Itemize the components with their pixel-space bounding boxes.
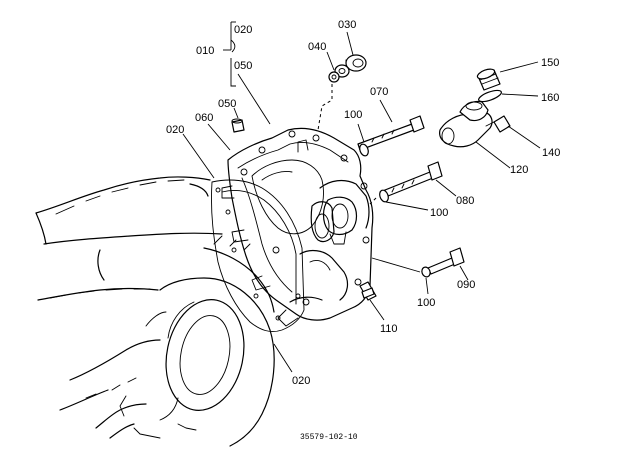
label-150: 150 [541, 57, 559, 69]
label-090: 090 [457, 279, 475, 291]
label-160: 160 [541, 92, 559, 104]
label-140: 140 [542, 147, 560, 159]
washer-100-a [359, 143, 369, 157]
label-080: 080 [456, 195, 474, 207]
bolt-080 [379, 161, 443, 199]
oil-seal-040 [328, 64, 350, 83]
label-100-a: 100 [344, 109, 362, 121]
gasket-020 [211, 179, 305, 333]
bolt-110 [359, 281, 377, 301]
label-060: 060 [195, 112, 213, 124]
dowel-pin-050 [231, 118, 245, 133]
bolt-090 [427, 247, 465, 275]
oil-filler-neck-120 [439, 100, 493, 148]
label-110: 110 [380, 323, 398, 335]
leader-lines [182, 21, 541, 373]
label-120: 120 [510, 164, 528, 176]
label-020-top: 020 [234, 24, 252, 36]
label-030: 030 [338, 19, 356, 31]
label-070: 070 [370, 86, 388, 98]
bolt-140 [485, 115, 511, 133]
part-labels: 010 020 050 030 040 050 060 020 070 100 … [166, 19, 560, 442]
bolt-070 [357, 115, 425, 151]
washer-100-c [421, 266, 431, 278]
label-020-left: 020 [166, 124, 184, 136]
label-020-bottom: 020 [292, 375, 310, 387]
engine-block-outline [35, 176, 275, 447]
label-050: 050 [218, 98, 236, 110]
label-050-top: 050 [234, 60, 252, 72]
label-100-b: 100 [430, 207, 448, 219]
gear-case-housing [221, 127, 374, 327]
washer-100-b [379, 189, 389, 203]
o-ring-160 [478, 89, 502, 103]
label-100-c: 100 [417, 297, 435, 309]
label-040: 040 [308, 41, 326, 53]
oil-filler-cap-150 [476, 68, 501, 91]
figure-code: 35579-102-10 [300, 433, 358, 442]
label-010: 010 [196, 45, 214, 57]
bearing-030 [345, 54, 367, 72]
